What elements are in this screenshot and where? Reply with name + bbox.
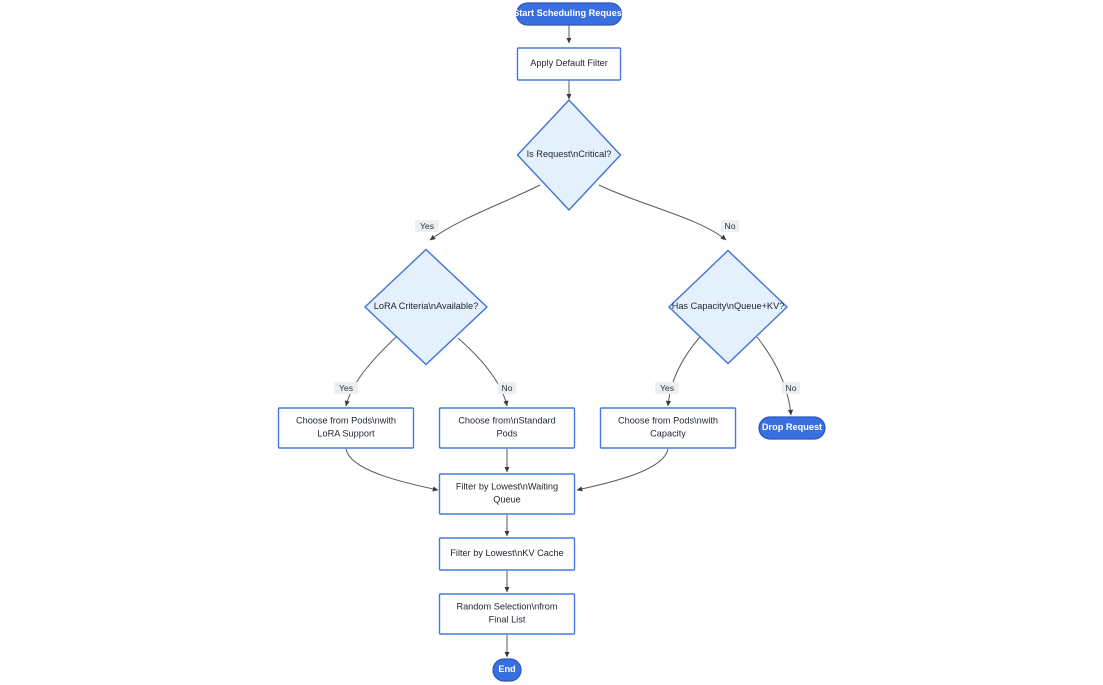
flow-node-filter_kv[interactable]: Filter by Lowest\nKV Cache [438, 537, 576, 571]
terminal-shape [758, 416, 826, 440]
flow-edge [576, 448, 669, 492]
edge-label-no: No [497, 382, 517, 394]
edge-label-text: Yes [339, 383, 353, 393]
process-shape [438, 593, 576, 635]
flow-edge [598, 184, 727, 241]
process-shape [599, 407, 737, 449]
flow-edge [344, 336, 397, 407]
flow-edge [429, 184, 541, 241]
edge-label-text: No [786, 383, 797, 393]
node-label: End [498, 664, 515, 674]
node-label: Apply Default Filter [530, 58, 608, 68]
decision-shape [667, 249, 789, 365]
flow-node-apply_filter[interactable]: Apply Default Filter [516, 47, 622, 81]
edge-label-no: No [720, 220, 740, 232]
node-label: Filter by Lowest\nKV Cache [450, 548, 563, 558]
flow-node-is_critical[interactable]: Is Request\nCritical? [516, 98, 622, 212]
edge-label-no: No [781, 382, 801, 394]
decision-shape [516, 98, 622, 212]
terminal-shape [492, 658, 522, 682]
terminal-shape [515, 2, 623, 26]
node-label: Start Scheduling Request [513, 8, 625, 18]
edges-layer [344, 25, 794, 658]
node-label: Has Capacity\nQueue+KV? [672, 301, 785, 311]
edge-label-background [720, 220, 740, 232]
flow-node-has_capacity[interactable]: Has Capacity\nQueue+KV? [667, 249, 789, 365]
edge-label-background [781, 382, 801, 394]
node-label: Is Request\nCritical? [527, 149, 612, 159]
flow-node-lora_criteria[interactable]: LoRA Criteria\nAvailable? [363, 248, 489, 366]
process-shape [438, 473, 576, 515]
edge-label-yes: Yes [415, 220, 439, 232]
flow-node-start[interactable]: Start Scheduling Request [513, 2, 625, 26]
flow-edge [665, 336, 701, 407]
edge-label-text: No [725, 221, 736, 231]
decision-shape [363, 248, 489, 366]
process-shape [438, 407, 576, 449]
flow-edge [345, 448, 439, 492]
flow-edge [756, 336, 794, 416]
flow-edge [457, 337, 509, 407]
edge-label-background [334, 382, 358, 394]
edge-label-background [415, 220, 439, 232]
edge-label-yes: Yes [655, 382, 679, 394]
node-label: Drop Request [762, 422, 822, 432]
process-shape [438, 537, 576, 571]
edge-label-background [655, 382, 679, 394]
process-shape [516, 47, 622, 81]
process-shape [277, 407, 415, 449]
flow-node-drop_request[interactable]: Drop Request [758, 416, 826, 440]
node-label: LoRA Criteria\nAvailable? [374, 301, 479, 311]
edge-label-text: Yes [420, 221, 434, 231]
edge-label-text: No [502, 383, 513, 393]
edge-label-background [497, 382, 517, 394]
flow-node-end[interactable]: End [492, 658, 522, 682]
edge-label-text: Yes [660, 383, 674, 393]
edge-label-yes: Yes [334, 382, 358, 394]
